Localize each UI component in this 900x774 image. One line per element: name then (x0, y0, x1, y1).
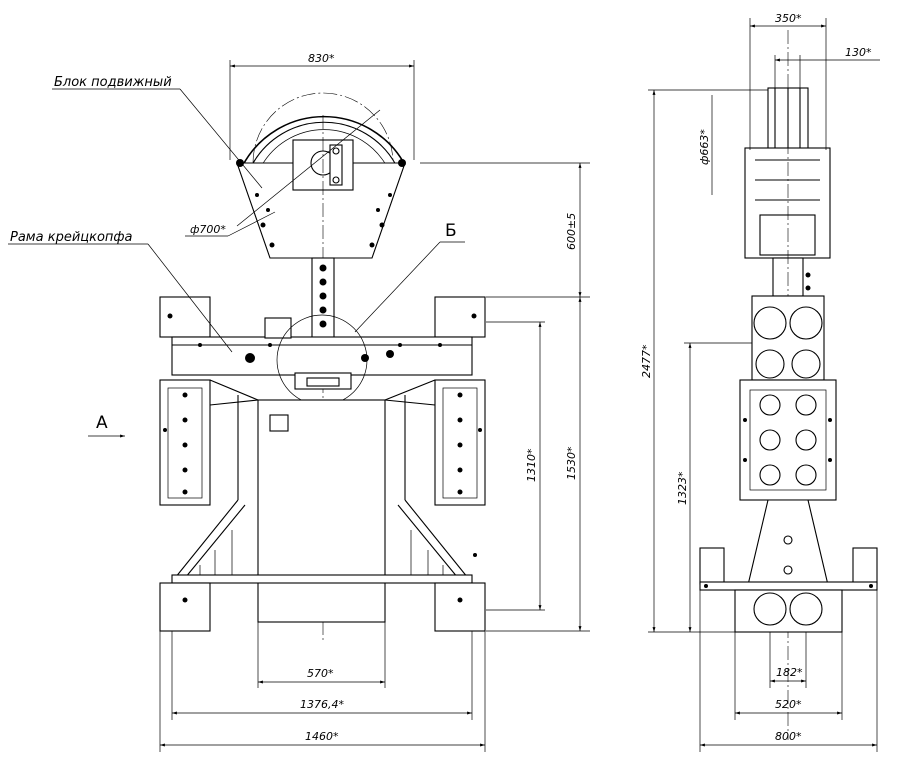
dim-1323: 1323* (676, 471, 689, 505)
dim-520: 520* (775, 698, 802, 711)
front-view: Блок подвижный Рама крейцкопфа А Б 830* … (8, 52, 590, 752)
view-a-label: А (96, 413, 108, 433)
dim-1530: 1530* (565, 446, 578, 480)
crosshead-frame (159, 296, 486, 406)
dim-350: 350* (775, 12, 802, 25)
dim-600: 600±5 (565, 213, 578, 250)
side-view: 350* 130* ф663* 2477* 1323* 182* 520* 80… (640, 12, 880, 752)
front-dimension-lines (8, 60, 590, 752)
dim-1460: 1460* (305, 730, 339, 743)
block-label: Блок подвижный (54, 75, 172, 90)
dim-570: 570* (307, 667, 334, 680)
side-pulley (744, 30, 831, 740)
side-base (699, 499, 878, 633)
dim-2477: 2477* (640, 344, 653, 378)
dim-130: 130* (845, 46, 872, 59)
side-dimension-lines (648, 18, 880, 752)
connecting-rod (311, 257, 335, 341)
movable-block (236, 92, 406, 640)
dim-800: 800* (775, 730, 802, 743)
dim-1376: 1376,4* (300, 698, 344, 711)
side-columns (159, 379, 486, 506)
view-b-label: Б (445, 221, 457, 241)
dim-663: ф663* (698, 129, 711, 165)
dim-830: 830* (308, 52, 335, 65)
dim-700: ф700* (190, 223, 226, 236)
side-crosshead (739, 295, 837, 501)
frame-label: Рама крейцкопфа (10, 230, 133, 245)
dim-182: 182* (776, 666, 803, 679)
dim-1310: 1310* (525, 448, 538, 482)
legs-bracing (159, 379, 486, 632)
